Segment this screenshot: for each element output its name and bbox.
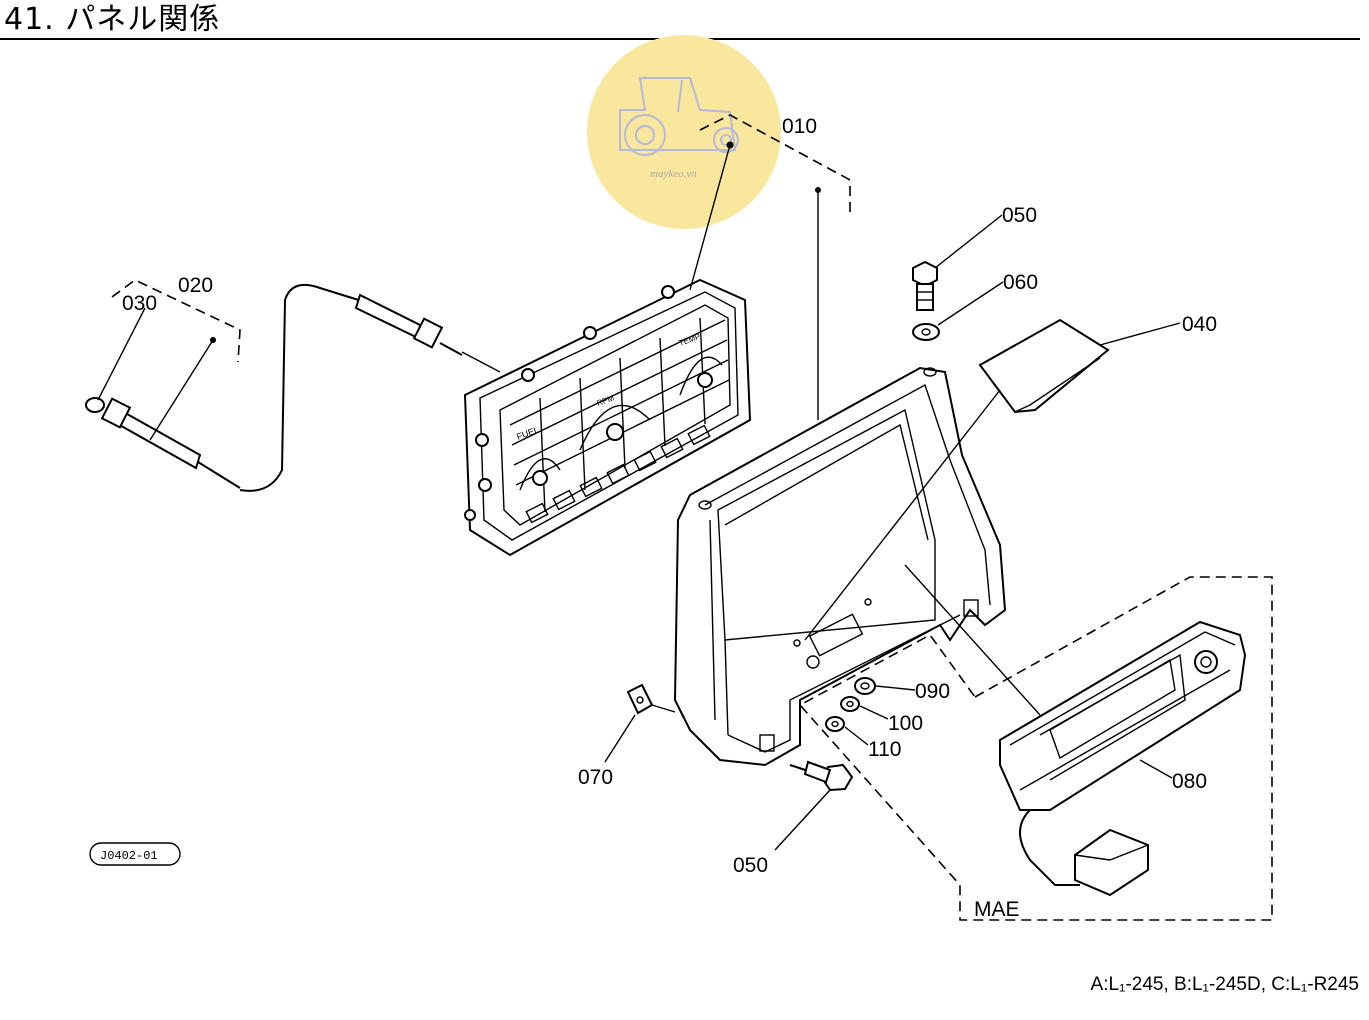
bolt-bottom [789,760,854,792]
watermark-logo: maykeo.vn [587,35,781,229]
part-label-100: 100 [888,712,923,735]
figure-id-text: J0402-01 [100,849,158,863]
part-label-020: 020 [178,274,213,297]
part-label-080: 080 [1172,770,1207,793]
part-label-110: 110 [868,738,901,761]
figure-id-badge: J0402-01 [89,842,181,866]
bolt-top [912,260,938,311]
part-label-040: 040 [1182,313,1217,336]
panel-frame [673,366,1007,767]
part-label-090: 090 [915,680,950,703]
footer-model-list: A:L₁-245, B:L₁-245D, C:L₁-R245 [1090,974,1359,995]
part-label-070: 070 [578,766,613,789]
part-label-050-top: 050 [1002,204,1037,227]
cover-plate [978,318,1110,414]
clip-nut [626,683,654,715]
part-label-010: 010 [782,115,817,138]
group-label-mae: MAE [974,898,1020,921]
page-title: 41. パネル関係 [4,2,221,37]
washer-060 [912,323,940,341]
tachometer-cable [85,284,501,492]
part-label-050-bottom: 050 [733,854,768,877]
washer-100 [840,696,860,712]
nut-110 [825,716,845,732]
watermark-text: maykeo.vn [650,168,697,180]
meter-unit [999,620,1247,897]
part-label-030: 030 [122,292,157,315]
part-label-060: 060 [1003,271,1038,294]
instrument-cluster: FUEL RPM TEMP [463,278,752,557]
grommet-090 [854,677,876,695]
